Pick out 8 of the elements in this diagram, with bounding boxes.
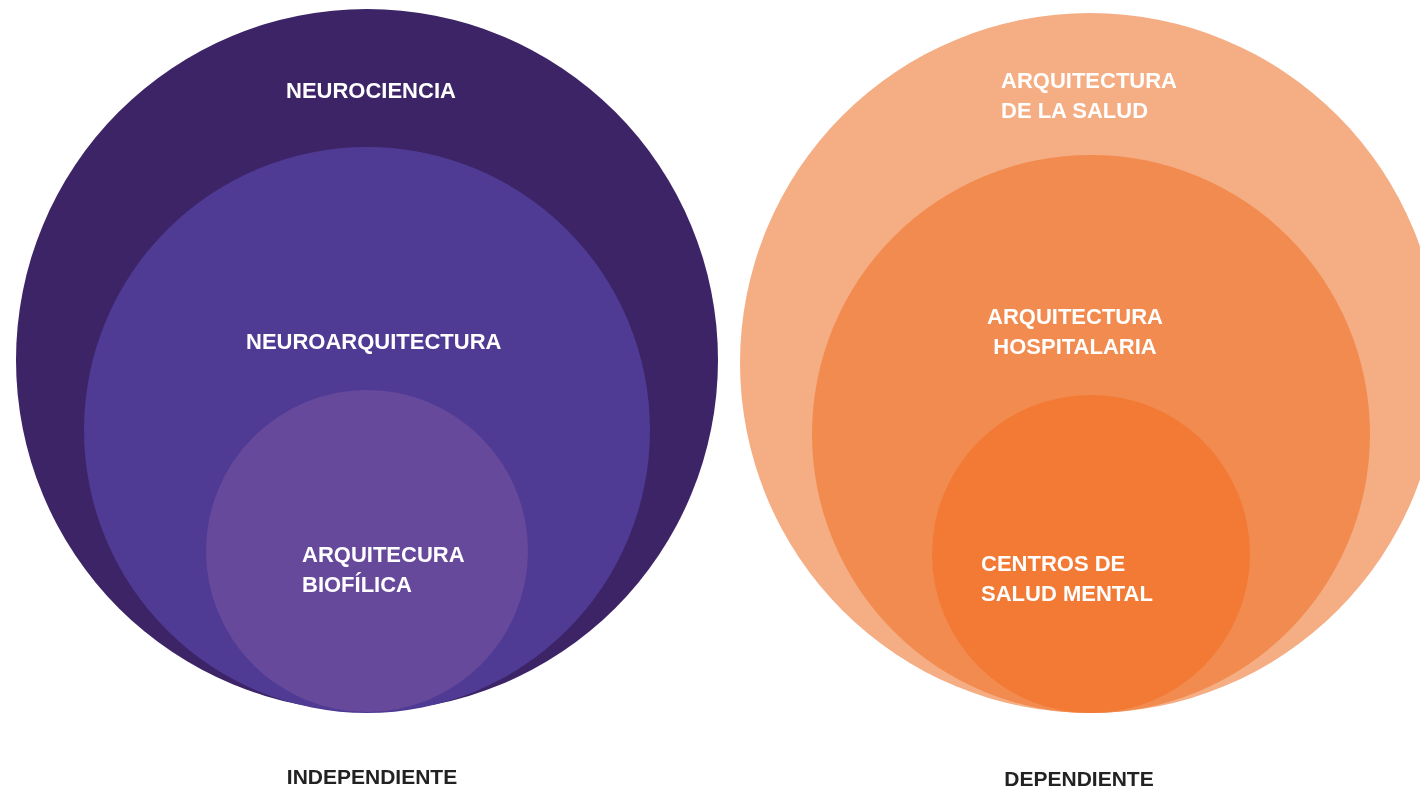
group-caption: INDEPENDIENTE bbox=[286, 765, 458, 789]
circle-label: CENTROS DE SALUD MENTAL bbox=[981, 550, 1154, 608]
circle-label: ARQUITECTURA DE LA SALUD bbox=[1001, 67, 1178, 125]
group-caption: DEPENDIENTE bbox=[1004, 767, 1154, 791]
circle-label: NEUROARQUITECTURA bbox=[246, 328, 503, 356]
circle-label: ARQUITECURA BIOFÍLICA bbox=[302, 541, 465, 599]
circle-label: NEUROCIENCIA bbox=[286, 77, 457, 105]
circle-label: ARQUITECTURA HOSPITALARIA bbox=[986, 303, 1164, 361]
